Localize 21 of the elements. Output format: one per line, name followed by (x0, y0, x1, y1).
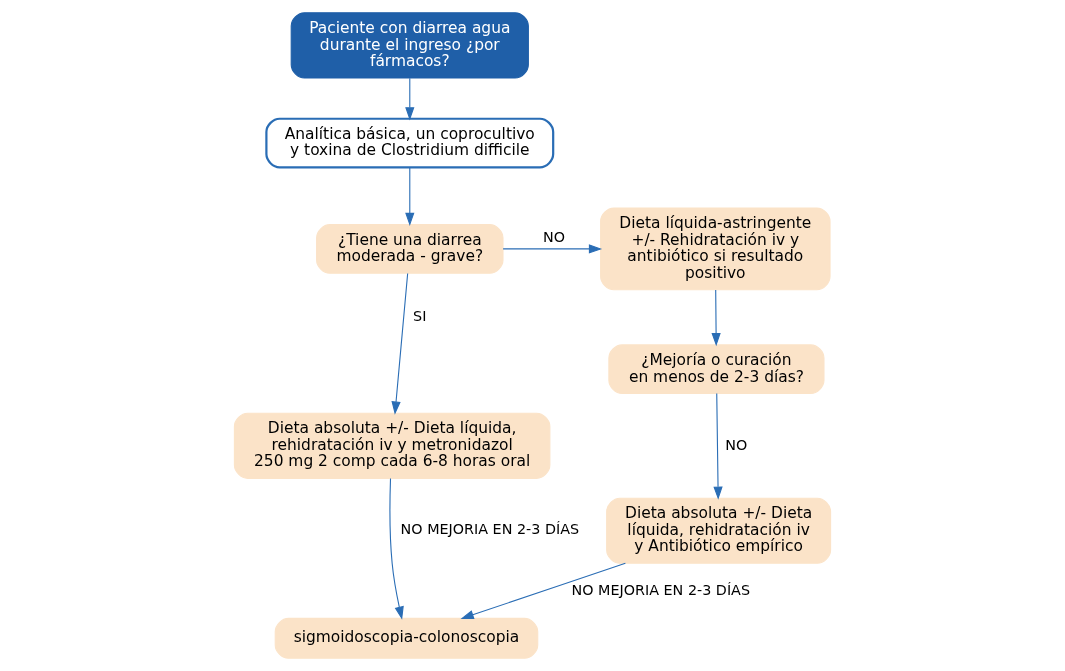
node-box: Paciente con diarrea agua durante el ingreso ¿por fármacos? (290, 12, 529, 79)
edge-label: NO (725, 436, 748, 453)
arrow (502, 244, 603, 254)
arrow (389, 478, 404, 620)
edge-label: NO MEJORIA EN 2-3 DÍAS (400, 521, 580, 538)
edge-label: SI (413, 308, 427, 325)
arrow (405, 167, 415, 227)
node-box: Dieta líquida-astringente +/- Rehidratación iv y antibiótico si resultado positivo (600, 207, 831, 291)
edge-label: NO (543, 228, 566, 245)
node-box: sigmoidoscopia-colonoscopia (274, 617, 539, 659)
arrow (711, 289, 721, 347)
edge-label: NO MEJORIA EN 2-3 DÍAS (571, 581, 751, 598)
arrow (460, 562, 626, 620)
node-box: ¿Tiene una diarrea moderada - grave? (316, 224, 504, 274)
node-box: Dieta absoluta +/- Dieta líquida, rehidratación iv y metronidazol 250 mg 2 comp cada 6-8 horas oral (233, 412, 551, 479)
arrow (391, 272, 409, 415)
arrow (405, 77, 415, 121)
node-box: Dieta absoluta +/- Dieta líquida, rehidratación iv y Antibiótico empírico (606, 497, 832, 564)
arrow (713, 392, 723, 500)
node-box: Analítica básica, un coprocultivo y toxina de Clostridium difficile (265, 117, 555, 169)
node-box: ¿Mejoría o curación en menos de 2-3 días? (608, 344, 825, 394)
